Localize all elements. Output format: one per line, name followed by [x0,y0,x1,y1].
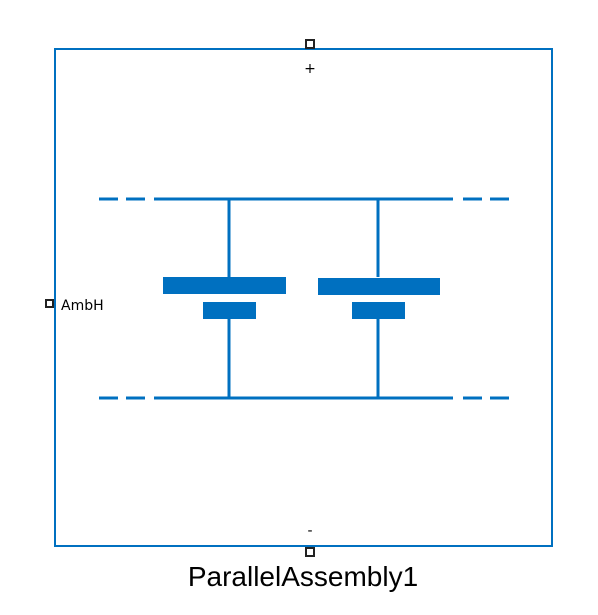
block-border[interactable] [54,48,553,547]
block-name-label[interactable]: ParallelAssembly1 [188,561,418,592]
negative-port[interactable] [305,547,315,557]
ambient-port[interactable] [45,299,54,308]
ambient-port-label: AmbH [61,298,104,314]
battery-cells [163,277,440,319]
cell-2-positive-plate [318,278,440,295]
negative-port-label: - [307,523,312,539]
cell-1-negative-plate [203,302,256,319]
cell-1-positive-plate [163,277,286,294]
cell-2-negative-plate [352,302,405,319]
parallel-assembly-symbol [99,197,509,400]
positive-port-label: + [304,61,316,77]
positive-port[interactable] [305,39,315,49]
